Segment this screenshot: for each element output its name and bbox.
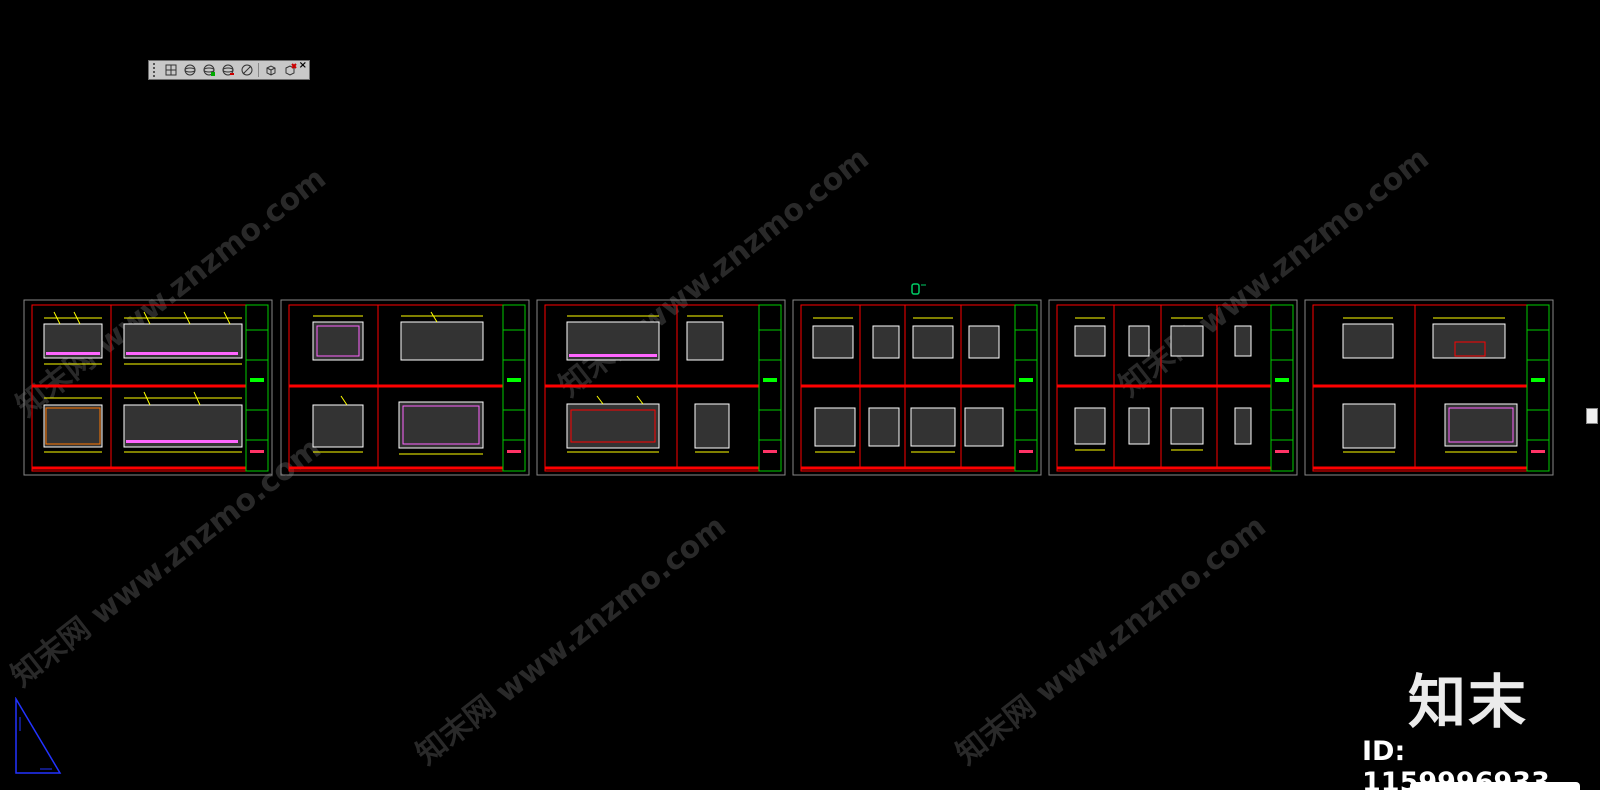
bottom-overlay — [1410, 782, 1580, 790]
drawing-sheet-6 — [1303, 298, 1555, 477]
toolbar-close-button[interactable]: × — [298, 60, 307, 71]
view-cube-icon[interactable] — [161, 62, 180, 78]
orbit-remove-icon[interactable] — [218, 62, 237, 78]
drawing-sheet-3 — [535, 298, 787, 477]
scrollbar-thumb[interactable] — [1586, 408, 1598, 424]
watermark-logo: 知末 — [1408, 668, 1529, 736]
toolbar-separator — [258, 63, 259, 77]
cursor-icon — [911, 283, 926, 295]
box-view-icon[interactable] — [261, 62, 280, 78]
orbit-add-icon[interactable] — [199, 62, 218, 78]
view-toolbar: × — [148, 60, 310, 80]
clip-plane-icon[interactable] — [237, 62, 256, 78]
ucs-icon — [15, 697, 62, 774]
drawing-sheet-4 — [791, 298, 1043, 477]
drawing-sheet-1 — [22, 298, 274, 477]
orbit-icon[interactable] — [180, 62, 199, 78]
reset-view-icon[interactable] — [280, 62, 299, 78]
drawing-sheet-5 — [1047, 298, 1299, 477]
vertical-scrollbar[interactable] — [1580, 0, 1600, 790]
toolbar-grip[interactable] — [153, 63, 159, 77]
drawing-sheet-2 — [279, 298, 531, 477]
